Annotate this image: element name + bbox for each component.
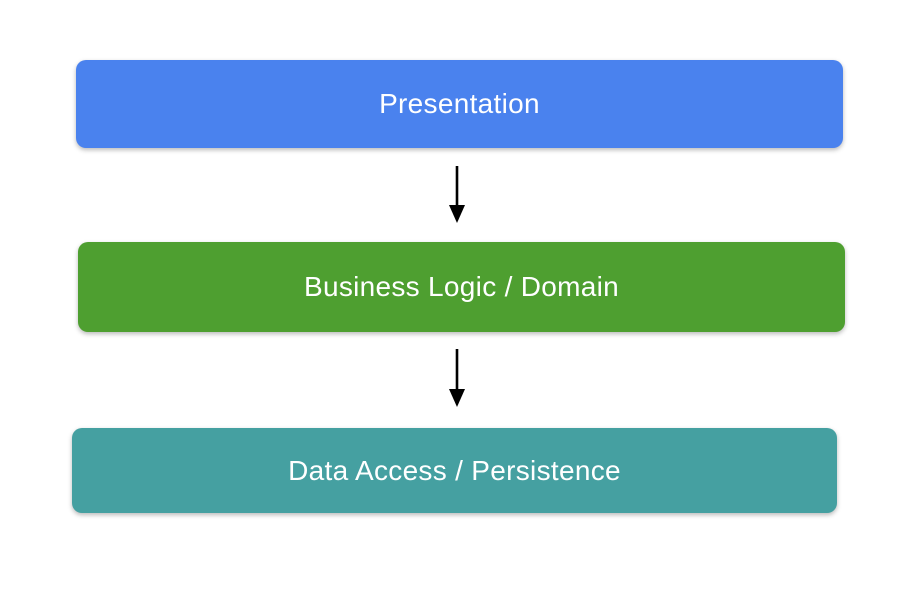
layer-label-business-logic: Business Logic / Domain (303, 271, 620, 302)
layer-box-presentation: Presentation (76, 60, 843, 148)
arrow-head (449, 389, 465, 407)
layer-label-presentation: Presentation (379, 88, 540, 119)
down-arrow-icon (449, 166, 465, 223)
arrow-head (449, 205, 465, 223)
layer-box-data-access: Data Access / Persistence (72, 428, 837, 513)
layer-box-business-logic: Business Logic / Domain (78, 242, 845, 332)
layer-label-data-access: Data Access / Persistence (288, 454, 621, 486)
down-arrow-icon (449, 349, 465, 407)
